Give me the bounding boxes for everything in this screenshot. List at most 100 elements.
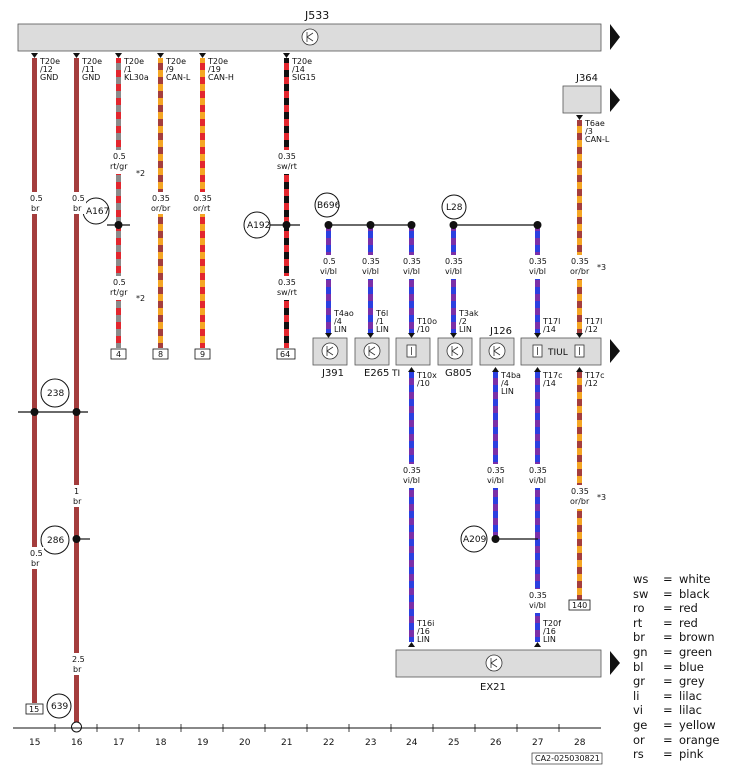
- svg-text:CAN-L: CAN-L: [585, 135, 610, 144]
- svg-text:T20e: T20e: [291, 57, 312, 66]
- reference-circles: [40, 192, 488, 719]
- circle-238: 238: [47, 389, 64, 399]
- svg-text:vi/bl: vi/bl: [403, 476, 420, 485]
- svg-text:27: 27: [532, 738, 543, 748]
- svg-text:T6l: T6l: [375, 309, 388, 318]
- svg-text:15: 15: [29, 738, 40, 748]
- svg-text:T3ak: T3ak: [458, 309, 479, 318]
- svg-text:vi/bl: vi/bl: [362, 267, 379, 276]
- svg-text:0.35: 0.35: [571, 257, 589, 266]
- circle-286: 286: [47, 536, 64, 546]
- svg-text:/14: /14: [543, 379, 556, 388]
- svg-text:T4ba: T4ba: [500, 371, 521, 380]
- svg-text:T17c: T17c: [542, 371, 562, 380]
- svg-text:LIN: LIN: [543, 635, 556, 644]
- svg-text:LIN: LIN: [459, 325, 472, 334]
- svg-text:or/br: or/br: [570, 267, 590, 276]
- j126-label: J126: [489, 326, 512, 337]
- ref-box-frames: [25, 348, 591, 715]
- svg-text:LIN: LIN: [501, 387, 514, 396]
- svg-text:/10: /10: [417, 379, 430, 388]
- svg-text:0.35: 0.35: [403, 257, 421, 266]
- svg-text:18: 18: [155, 738, 167, 748]
- svg-text:/11: /11: [82, 65, 95, 74]
- svg-text:9: 9: [200, 350, 205, 359]
- svg-text:0.35: 0.35: [529, 257, 547, 266]
- module-ground-icons: [321, 342, 585, 360]
- ground-symbol-icon: [301, 28, 319, 46]
- svg-text:T20e: T20e: [207, 57, 228, 66]
- svg-text:17: 17: [113, 738, 124, 748]
- circle-a209: A209: [463, 535, 487, 545]
- svg-text:T10x: T10x: [416, 371, 437, 380]
- j533-label: J533: [304, 9, 329, 22]
- legend-row: gn=green: [633, 644, 713, 659]
- legend-row: ro=red: [633, 601, 698, 616]
- j391-label: J391: [321, 368, 344, 379]
- circle-639: 639: [51, 702, 68, 712]
- svg-text:26: 26: [490, 738, 502, 748]
- legend-row: vi=lilac: [633, 703, 702, 718]
- circle-a167: A167: [86, 207, 109, 217]
- svg-text:T20e: T20e: [39, 57, 60, 66]
- svg-text:*3: *3: [597, 493, 606, 502]
- svg-text:or/br: or/br: [570, 497, 590, 506]
- svg-text:16: 16: [71, 738, 83, 748]
- wire-col24-lower: [409, 372, 414, 642]
- svg-text:28: 28: [574, 738, 586, 748]
- svg-text:0.35: 0.35: [362, 257, 380, 266]
- svg-text:0.35: 0.35: [487, 466, 505, 475]
- svg-text:0.35: 0.35: [278, 278, 296, 287]
- svg-text:SIG15: SIG15: [292, 73, 316, 82]
- svg-text:/12: /12: [585, 325, 598, 334]
- svg-text:/16: /16: [417, 627, 430, 636]
- svg-text:19: 19: [197, 738, 209, 748]
- svg-text:CAN-L: CAN-L: [166, 73, 191, 82]
- legend-row: sw=black: [633, 586, 710, 601]
- svg-text:20: 20: [239, 738, 251, 748]
- svg-text:vi/bl: vi/bl: [403, 267, 420, 276]
- wire-col28-upper: [577, 120, 582, 333]
- svg-text:0.35: 0.35: [278, 152, 296, 161]
- ex21-ground-icon: [485, 654, 503, 672]
- svg-text:T17c: T17c: [584, 371, 604, 380]
- svg-text:15: 15: [29, 705, 39, 714]
- pin-labels-lower: T10x /10 T4ba /4 LIN T17c /14 T17c /12: [416, 371, 604, 396]
- svg-text:sw/rt: sw/rt: [277, 162, 297, 171]
- svg-text:br: br: [73, 204, 82, 213]
- svg-text:or/br: or/br: [151, 204, 171, 213]
- svg-text:T10o: T10o: [416, 317, 437, 326]
- j533-continuation-arrow: [610, 24, 620, 50]
- circle-l28: L28: [446, 203, 463, 213]
- svg-text:0.35: 0.35: [529, 591, 547, 600]
- tiul-label: TIUL: [547, 348, 568, 358]
- svg-text:0.5: 0.5: [113, 152, 126, 161]
- axis-labels: 15 16 17 18 19 20 21 22 23 24 25 26 27 2…: [29, 738, 586, 748]
- pin-labels-middle: T4ao /4 LIN T6l /1 LIN T10o /10 T3ak /2 …: [333, 309, 602, 334]
- j364-label: J364: [575, 73, 598, 84]
- wire-col21: [284, 58, 289, 348]
- svg-text:23: 23: [365, 738, 376, 748]
- legend-row: li=lilac: [633, 688, 702, 703]
- circle-a192: A192: [247, 221, 270, 231]
- svg-text:24: 24: [406, 738, 418, 748]
- legend-row: gr=grey: [633, 674, 705, 689]
- svg-text:T6ae: T6ae: [584, 119, 605, 128]
- svg-text:T20e: T20e: [81, 57, 102, 66]
- svg-text:vi/bl: vi/bl: [487, 476, 504, 485]
- svg-text:/4: /4: [501, 379, 509, 388]
- svg-text:br: br: [73, 497, 82, 506]
- footnote-markers: *2 *2 *3 *3: [136, 169, 606, 502]
- svg-text:rt/gr: rt/gr: [110, 288, 128, 297]
- wire-label-gaps: [26, 150, 591, 675]
- svg-text:0.35: 0.35: [152, 194, 170, 203]
- svg-text:T17l: T17l: [542, 317, 560, 326]
- pin-labels-top: T20e /12 GND T20e /11 GND T20e /1 KL30a …: [39, 57, 610, 144]
- svg-text:*3: *3: [597, 263, 606, 272]
- svg-text:8: 8: [158, 350, 163, 359]
- svg-text:/1: /1: [124, 65, 132, 74]
- svg-text:vi/bl: vi/bl: [445, 267, 462, 276]
- wire-col27-lower: [535, 372, 540, 642]
- svg-text:sw/rt: sw/rt: [277, 288, 297, 297]
- svg-text:LIN: LIN: [376, 325, 389, 334]
